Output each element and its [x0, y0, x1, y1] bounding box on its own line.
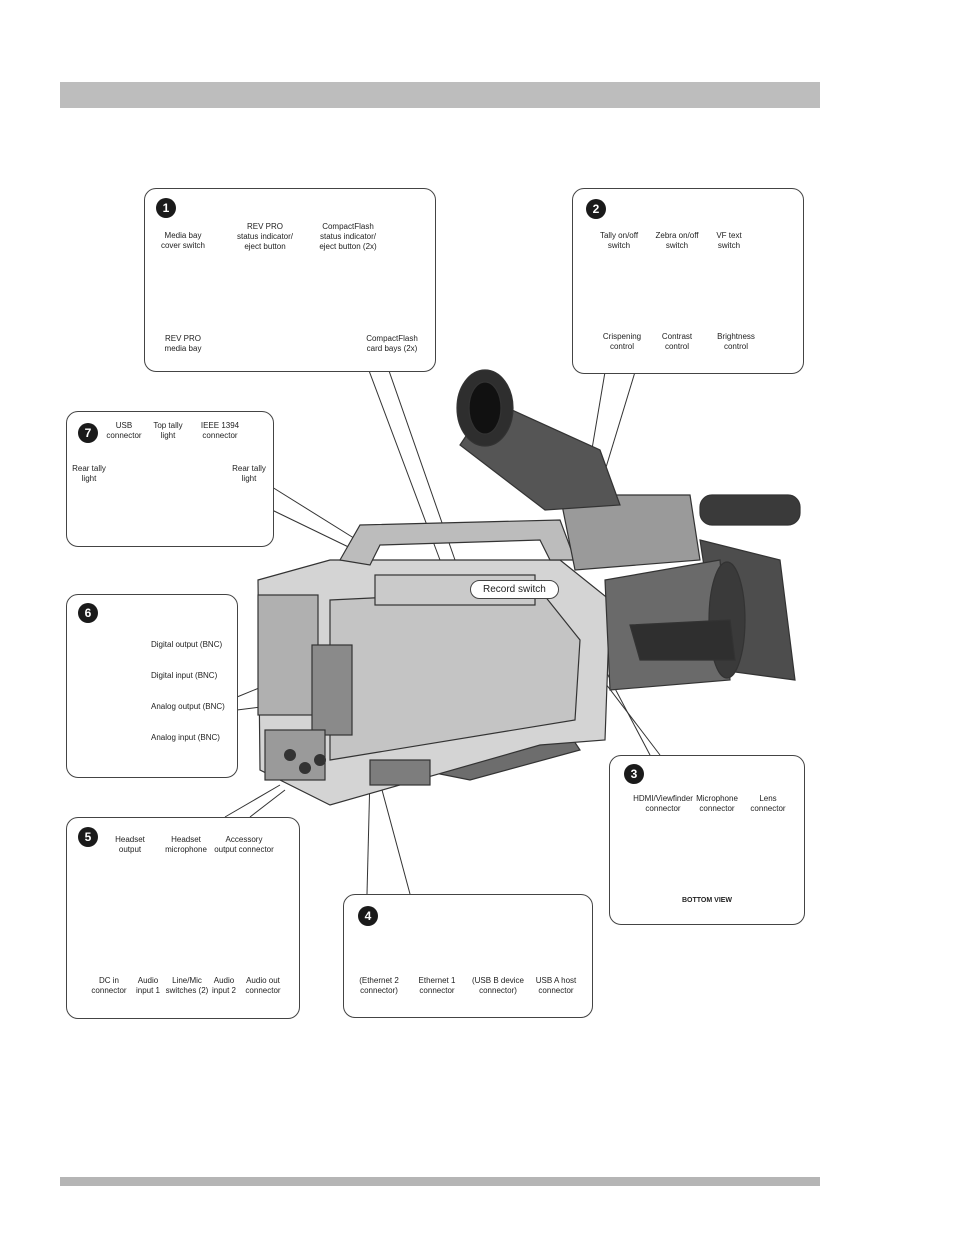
panel-6-number: 6	[78, 603, 98, 623]
panel-7-number: 7	[78, 423, 98, 443]
label-dc-in: DC in connector	[91, 976, 127, 995]
label-headset-output: Headset output	[115, 835, 145, 854]
label-zebra-switch: Zebra on/off switch	[655, 231, 699, 250]
label-analog-input: Analog input (BNC)	[151, 733, 220, 742]
label-brightness: Brightness control	[717, 332, 755, 351]
panel-bottom-connectors	[609, 755, 805, 925]
label-media-bay-cover-switch: Media bay cover switch	[160, 231, 205, 250]
label-digital-output: Digital output (BNC)	[151, 640, 223, 649]
label-rev-pro-status: REV PRO status indicator/ eject button	[236, 222, 294, 251]
label-rear-tally-left: Rear tally light	[72, 464, 106, 483]
label-usb-connector: USB connector	[106, 421, 142, 440]
panel-5-number: 5	[78, 827, 98, 847]
panel-tally	[66, 411, 274, 547]
label-analog-output: Analog output (BNC)	[151, 702, 225, 711]
panel-3-number: 3	[624, 764, 644, 784]
label-tally-switch: Tally on/off switch	[599, 231, 639, 250]
label-top-tally: Top tally light	[153, 421, 183, 440]
label-usb-b: (USB B device connector)	[471, 976, 525, 995]
label-ethernet-2: (Ethernet 2 connector)	[359, 976, 399, 995]
label-ethernet-1: Ethernet 1 connector	[418, 976, 456, 995]
label-bottom-view: BOTTOM VIEW	[682, 897, 733, 904]
label-audio-out: Audio out connector	[245, 976, 281, 995]
panel-2-number: 2	[586, 199, 606, 219]
panel-network	[343, 894, 593, 1018]
label-audio-input-2: Audio input 2	[211, 976, 237, 995]
panel-media-bay	[144, 188, 436, 372]
label-rev-pro-bay: REV PRO media bay	[164, 334, 202, 353]
label-line-mic-switches: Line/Mic switches (2)	[165, 976, 209, 995]
label-hdmi-viewfinder: HDMI/Viewfinder connector	[633, 794, 693, 813]
label-vf-text-switch: VF text switch	[716, 231, 742, 250]
label-audio-input-1: Audio input 1	[135, 976, 161, 995]
panel-audio	[66, 817, 300, 1019]
label-cf-status: CompactFlash status indicator/ eject but…	[319, 222, 377, 251]
label-crispening: Crispening control	[602, 332, 642, 351]
label-usb-a: USB A host connector	[535, 976, 577, 995]
footer-bar	[60, 1177, 820, 1186]
panel-viewfinder-controls	[572, 188, 804, 374]
header-bar	[60, 82, 820, 108]
label-digital-input: Digital input (BNC)	[151, 671, 218, 680]
label-microphone-connector: Microphone connector	[696, 794, 738, 813]
label-ieee-1394: IEEE 1394 connector	[200, 421, 240, 440]
label-cf-bays: CompactFlash card bays (2x)	[366, 334, 418, 353]
label-contrast: Contrast control	[661, 332, 693, 351]
label-lens-connector: Lens connector	[750, 794, 786, 813]
panel-4-number: 4	[358, 906, 378, 926]
panel-bnc	[66, 594, 238, 778]
record-switch-callout: Record switch	[470, 580, 559, 599]
panel-1-number: 1	[156, 198, 176, 218]
label-headset-microphone: Headset microphone	[165, 835, 207, 854]
label-rear-tally-right: Rear tally light	[232, 464, 266, 483]
label-accessory-output: Accessory output connector	[214, 835, 274, 854]
